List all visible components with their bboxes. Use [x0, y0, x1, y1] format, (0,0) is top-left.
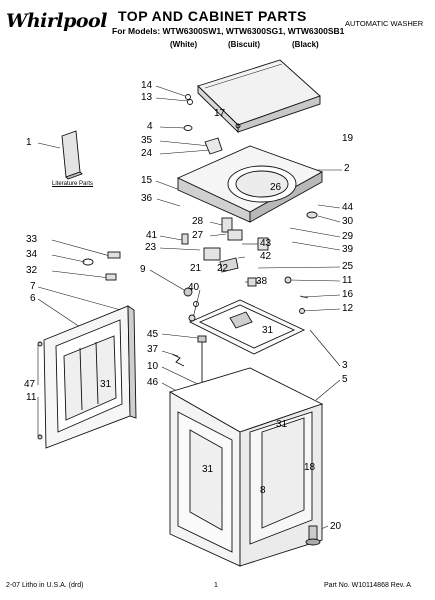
callout-17: 17 [214, 108, 226, 119]
callout-13: 13 [141, 92, 153, 103]
callout-2: 2 [344, 163, 350, 174]
callout-24: 24 [141, 148, 153, 159]
model-list: For Models: WTW6300SW1, WTW6300SG1, WTW6… [112, 26, 345, 36]
callout-43: 43 [260, 238, 272, 249]
clip-37 [171, 353, 185, 367]
callout-22: 22 [217, 263, 229, 274]
callout-31-front: 31 [100, 379, 112, 390]
callout-25: 25 [342, 261, 354, 272]
cabinet [168, 367, 324, 567]
callout-47: 47 [24, 379, 36, 390]
document-type: AUTOMATIC WASHER [345, 19, 424, 28]
callout-40: 40 [188, 282, 200, 293]
callout-42: 42 [260, 251, 272, 262]
callout-31-base: 31 [262, 325, 274, 336]
whirlpool-logo: Whirlpool [6, 10, 107, 32]
callout-7: 7 [30, 281, 36, 292]
callout-41: 41 [146, 230, 158, 241]
callout-36: 36 [141, 193, 153, 204]
callout-1: 1 [26, 137, 32, 148]
callout-31-front-panel: 31 [202, 464, 214, 475]
callout-32: 32 [26, 265, 38, 276]
callout-14: 14 [141, 80, 153, 91]
callout-12: 12 [342, 303, 354, 314]
leveling-leg [305, 525, 321, 546]
literature-book [61, 130, 83, 180]
callout-19: 19 [342, 133, 354, 144]
callout-45: 45 [147, 329, 159, 340]
lid-switch-bracket [204, 137, 223, 155]
callout-28: 28 [192, 216, 204, 227]
callout-15: 15 [141, 175, 153, 186]
callout-31-side: 31 [276, 419, 288, 430]
callout-11-front: 11 [26, 392, 37, 403]
lid-switch-parts [181, 217, 269, 273]
callout-23: 23 [145, 242, 157, 253]
callout-35: 35 [141, 135, 153, 146]
base-frame [188, 299, 306, 355]
washer [193, 301, 199, 307]
color-black: (Black) [292, 40, 319, 49]
callout-5: 5 [342, 374, 348, 385]
callout-16: 16 [342, 289, 354, 300]
callout-20: 20 [330, 521, 342, 532]
callout-3: 3 [342, 360, 348, 371]
callout-4: 4 [147, 121, 153, 132]
callout-46: 46 [147, 377, 159, 388]
top-lid [197, 59, 321, 134]
callout-6: 6 [30, 293, 36, 304]
callout-44: 44 [342, 202, 354, 213]
callout-8: 8 [260, 485, 266, 496]
callout-18: 18 [304, 462, 316, 473]
callout-29: 29 [342, 231, 354, 242]
main-top [176, 145, 324, 223]
callout-33: 33 [26, 234, 38, 245]
front-panel [37, 305, 137, 449]
callout-39: 39 [342, 244, 354, 255]
callout-30: 30 [342, 216, 354, 227]
page-title: TOP AND CABINET PARTS [118, 8, 307, 24]
footer-litho: 2-07 Litho in U.S.A. (drd) [6, 582, 84, 589]
literature-parts-label: Literature Parts [52, 181, 94, 187]
callout-26: 26 [270, 182, 282, 193]
callout-11: 11 [342, 275, 353, 286]
callout-38: 38 [256, 276, 268, 287]
footer-part-number: Part No. W10114868 Rev. A [324, 582, 411, 589]
callout-9: 9 [140, 264, 146, 275]
callout-27: 27 [192, 230, 204, 241]
spring-cap [183, 287, 193, 297]
top-bumper [306, 211, 318, 219]
cabinet-clips [82, 251, 121, 281]
callout-37: 37 [147, 344, 159, 355]
footer-page-number: 1 [214, 582, 218, 589]
lid-bumper [235, 123, 241, 129]
callout-21: 21 [190, 263, 202, 274]
callout-34: 34 [26, 249, 38, 260]
callout-10: 10 [147, 361, 159, 372]
hinge-clip [183, 125, 193, 131]
color-biscuit: (Biscuit) [228, 40, 260, 49]
lid-hinge-screw [187, 99, 193, 105]
lid-hinge-pin [185, 94, 191, 100]
color-white: (White) [170, 40, 198, 49]
right-fasteners [247, 276, 309, 314]
